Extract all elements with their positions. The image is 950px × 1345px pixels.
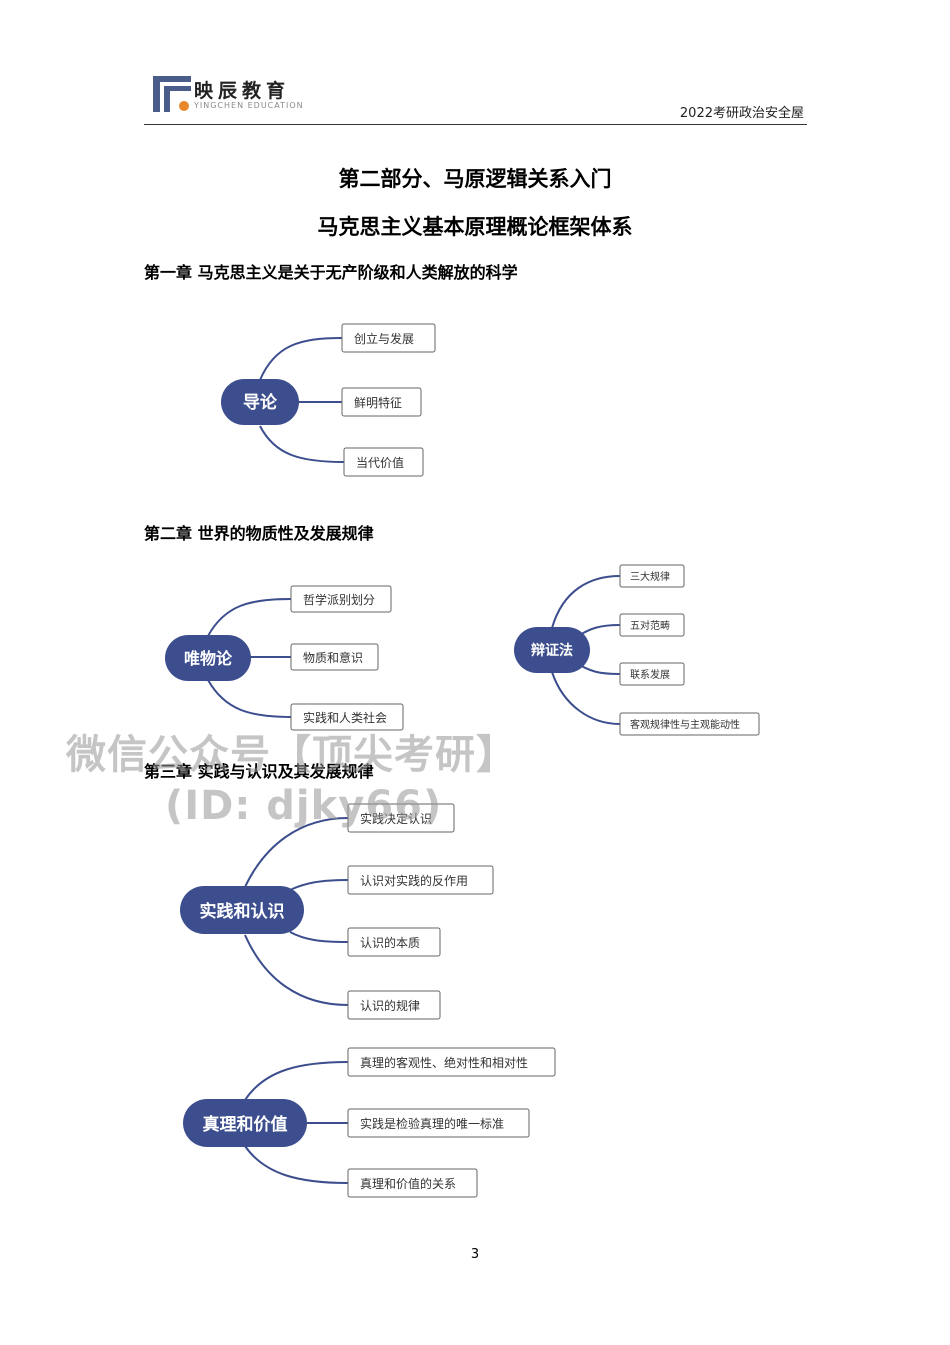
node-intro-3: 当代价值 bbox=[356, 455, 404, 470]
root-label: 辩证法 bbox=[531, 642, 573, 659]
node-truth-1: 真理的客观性、绝对性和相对性 bbox=[360, 1055, 528, 1070]
watermark-line-1: 微信公众号【顶尖考研】 bbox=[66, 732, 517, 778]
root-node-truth: 真理和价值 bbox=[183, 1099, 307, 1147]
node-dialectics-2: 五对范畴 bbox=[630, 619, 670, 632]
root-label: 真理和价值 bbox=[203, 1114, 288, 1135]
node-materialism-1: 哲学派别划分 bbox=[303, 592, 375, 607]
watermark-line-2: (ID: djky66) bbox=[165, 783, 443, 829]
node-truth-3: 真理和价值的关系 bbox=[360, 1176, 456, 1191]
node-practice-2: 认识对实践的反作用 bbox=[360, 873, 468, 888]
root-label: 导论 bbox=[243, 392, 278, 413]
node-dialectics-3: 联系发展 bbox=[630, 668, 670, 681]
node-materialism-2: 物质和意识 bbox=[303, 650, 363, 665]
header-divider bbox=[144, 124, 807, 125]
chapter-heading-3: 第三章 实践与认识及其发展规律 bbox=[144, 762, 374, 781]
node-truth-2: 实践是检验真理的唯一标准 bbox=[360, 1116, 504, 1131]
root-label: 唯物论 bbox=[184, 649, 233, 668]
brand-logo-icon bbox=[153, 76, 191, 112]
chapter-heading-1: 第一章 马克思主义是关于无产阶级和人类解放的科学 bbox=[144, 263, 518, 282]
root-node-materialism: 唯物论 bbox=[165, 635, 251, 681]
node-intro-2: 鲜明特征 bbox=[354, 395, 402, 410]
brand-name: 映辰教育 bbox=[194, 80, 291, 102]
node-practice-4: 认识的规律 bbox=[360, 998, 420, 1013]
part-title: 第二部分、马原逻辑关系入门 bbox=[338, 166, 612, 191]
node-dialectics-1: 三大规律 bbox=[630, 570, 670, 583]
root-node-dialectics: 辩证法 bbox=[514, 627, 590, 673]
root-node-practice: 实践和认识 bbox=[180, 886, 304, 934]
node-dialectics-4: 客观规律性与主观能动性 bbox=[630, 718, 740, 731]
node-intro-1: 创立与发展 bbox=[354, 331, 414, 346]
node-practice-1: 实践决定认识 bbox=[360, 811, 432, 826]
document-tag: 2022考研政治安全屋 bbox=[679, 106, 804, 121]
chapter-heading-2: 第二章 世界的物质性及发展规律 bbox=[144, 524, 374, 543]
node-materialism-3: 实践和人类社会 bbox=[303, 710, 387, 725]
system-title: 马克思主义基本原理概论框架体系 bbox=[317, 214, 633, 239]
brand-subtitle: YINGCHEN EDUCATION bbox=[194, 101, 304, 110]
root-label: 实践和认识 bbox=[200, 901, 285, 922]
node-practice-3: 认识的本质 bbox=[360, 935, 420, 950]
page-number: 3 bbox=[470, 1247, 480, 1262]
root-node-intro: 导论 bbox=[221, 379, 299, 425]
